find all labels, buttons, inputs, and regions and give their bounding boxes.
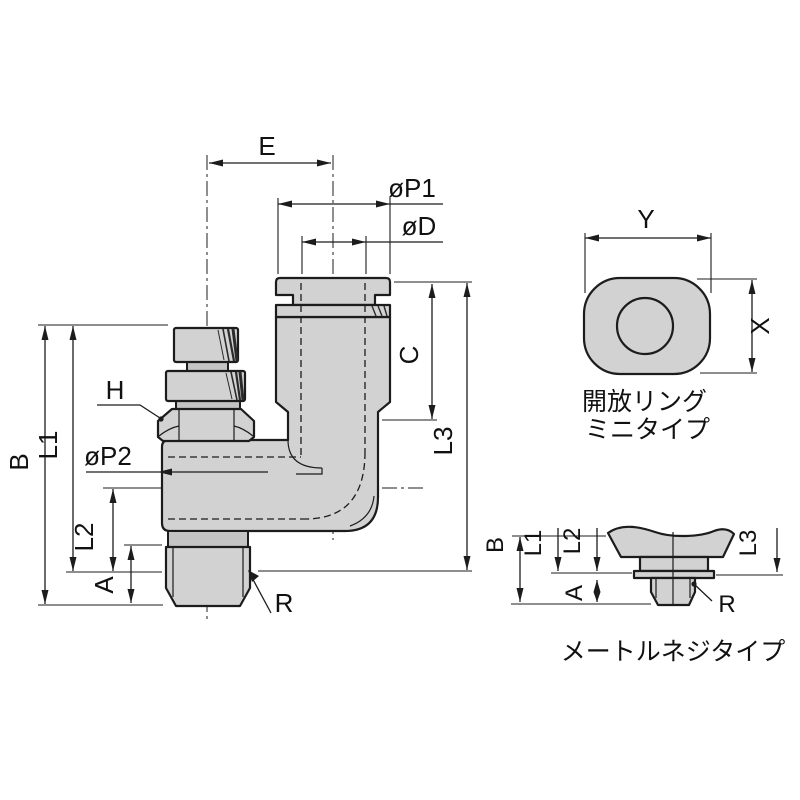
lock-ring — [164, 369, 247, 403]
release-ring-hole — [615, 296, 675, 356]
dim-label-y: Y — [637, 204, 654, 234]
hex-section — [156, 407, 256, 443]
thread-neck — [167, 530, 249, 548]
side-body-outline — [606, 525, 736, 559]
dim-label-l3: L3 — [428, 427, 458, 456]
side-leader-r — [693, 583, 713, 602]
release-ring — [274, 276, 392, 307]
dim-label-x: X — [745, 317, 775, 334]
main-view: E øP1 øD C L3 B — [4, 131, 472, 622]
side-hex-boss — [638, 555, 710, 573]
dim-label-d: øD — [402, 211, 437, 241]
leader-h — [97, 404, 161, 419]
elbow-bore-step — [296, 468, 323, 475]
side-view-caption: メートルネジタイプ — [561, 638, 786, 666]
side-dim-label-l2: L2 — [559, 528, 586, 555]
collar-texture — [371, 305, 388, 317]
dim-label-h: H — [106, 375, 125, 405]
ring-top-view: Y X 開放リング ミニタイプ — [582, 204, 775, 444]
side-dim-label-a: A — [561, 585, 588, 601]
adjust-knob — [172, 326, 240, 364]
elbow-corner-inner-arc — [349, 495, 375, 527]
dim-label-p1: øP1 — [388, 173, 436, 203]
male-thread — [164, 545, 252, 608]
side-dim-label-r: R — [718, 591, 735, 618]
hex-flat-arc-right — [233, 425, 254, 437]
ring-view-caption-line2: ミニタイプ — [585, 416, 710, 444]
side-dim-label-l3: L3 — [735, 530, 762, 557]
side-dim-label-l1: L1 — [520, 530, 547, 557]
dim-label-e: E — [258, 131, 275, 161]
knob-knurling — [217, 328, 239, 362]
cap-collar — [274, 303, 392, 319]
dim-label-r: R — [275, 588, 294, 618]
side-view-metric-thread: B L1 L2 A L3 R メートルネジタイプ — [482, 525, 786, 666]
dim-label-l1: L1 — [33, 431, 63, 460]
side-dim-label-b: B — [482, 537, 509, 553]
side-leader-r-dot — [691, 581, 697, 587]
dim-label-a: A — [89, 576, 119, 594]
ring-view-caption-line1: 開放リング — [582, 388, 707, 416]
hex-flat-arc-left — [158, 425, 180, 437]
dim-label-b: B — [4, 453, 34, 470]
dim-label-l2: L2 — [69, 523, 99, 552]
elbow-inner-fillet — [287, 439, 323, 469]
leader-h-dot — [158, 416, 164, 422]
ring-knurling — [225, 371, 245, 401]
dim-label-p2: øP2 — [84, 441, 132, 471]
dim-label-c: C — [394, 346, 424, 365]
bore-elbow-hidden-arc — [304, 451, 366, 520]
